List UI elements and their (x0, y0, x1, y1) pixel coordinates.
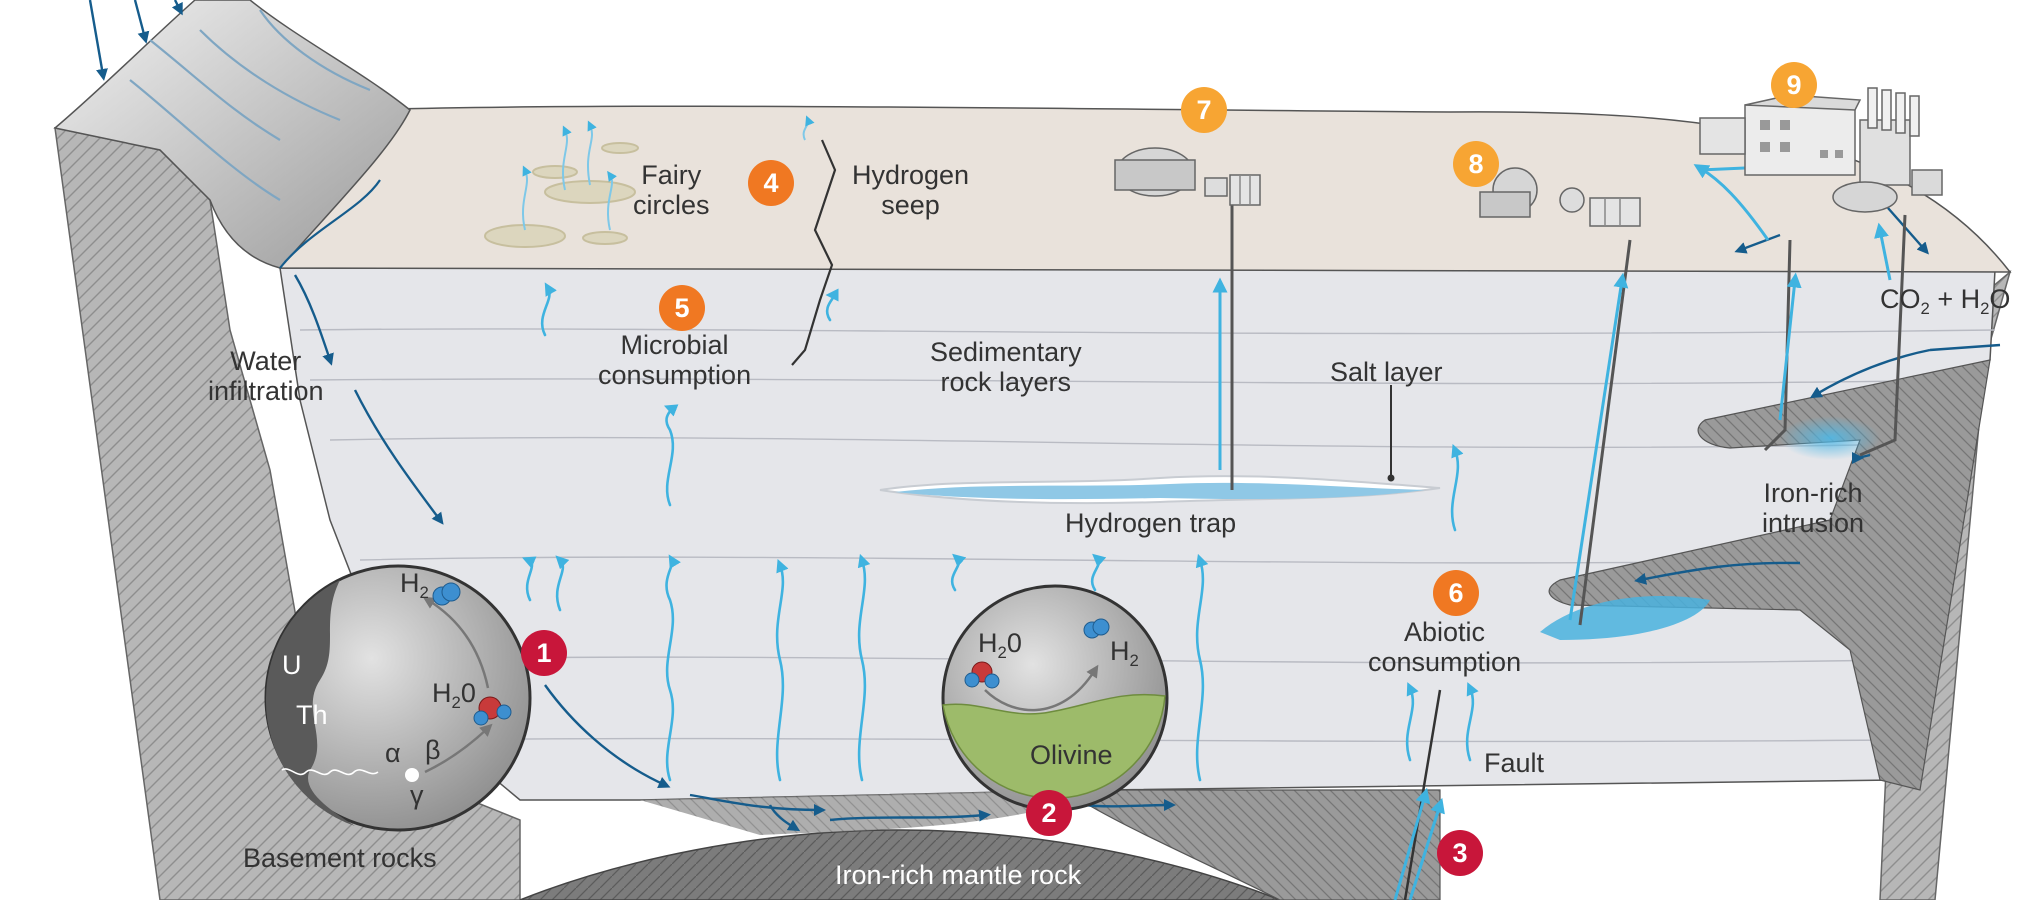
badge-4: 4 (748, 160, 794, 206)
inset1-h2o-label: H20 (432, 678, 476, 712)
badge-5: 5 (659, 285, 705, 331)
facility-7 (1114, 147, 1261, 206)
badge-3: 3 (1437, 830, 1483, 876)
thorium-label: Th (296, 700, 328, 730)
badge-2: 2 (1026, 790, 1072, 836)
inset2-h2-label: H2 (1110, 636, 1139, 670)
hydrogen-seep-label: Hydrogen seep (852, 160, 970, 221)
badge-9: 9 (1771, 62, 1817, 108)
iron-rich-mantle-rock-label: Iron-rich mantle rock (835, 860, 1082, 890)
facility-9 (1699, 87, 1943, 213)
serpentinization-inset (941, 584, 1169, 812)
badge-8: 8 (1453, 141, 1499, 187)
inset2-h2o-label: H20 (978, 628, 1022, 662)
sedimentary-rock-layers-label: Sedimentary rock layers (930, 337, 1082, 398)
basement-rocks-label: Basement rocks (243, 843, 437, 873)
abiotic-consumption-label: Abiotic consumption (1368, 617, 1522, 678)
badge-1: 1 (521, 630, 567, 676)
microbial-consumption-label: Microbial consumption (598, 330, 752, 391)
inset1-h2-label: H2 (400, 568, 429, 602)
radiolysis-inset (264, 564, 532, 832)
gamma-label: γ (410, 780, 424, 810)
iron-rich-intrusion-label: Iron-rich intrusion (1762, 478, 1865, 539)
badge-7: 7 (1181, 87, 1227, 133)
olivine-label: Olivine (1030, 740, 1113, 770)
hydrogen-trap-label: Hydrogen trap (1065, 508, 1237, 538)
water-infiltration-label: Water infiltration (208, 346, 324, 407)
fault-label: Fault (1484, 748, 1545, 778)
uranium-label: U (282, 650, 302, 680)
fairy-circles-label: Fairy circles (633, 160, 710, 221)
facility-8 (1479, 167, 1641, 227)
co2-h2o-label: CO2 + H2O (1880, 284, 2011, 318)
badge-6: 6 (1433, 570, 1479, 616)
salt-layer-label: Salt layer (1330, 357, 1443, 387)
beta-label: β (425, 735, 441, 765)
alpha-label: α (385, 738, 401, 768)
